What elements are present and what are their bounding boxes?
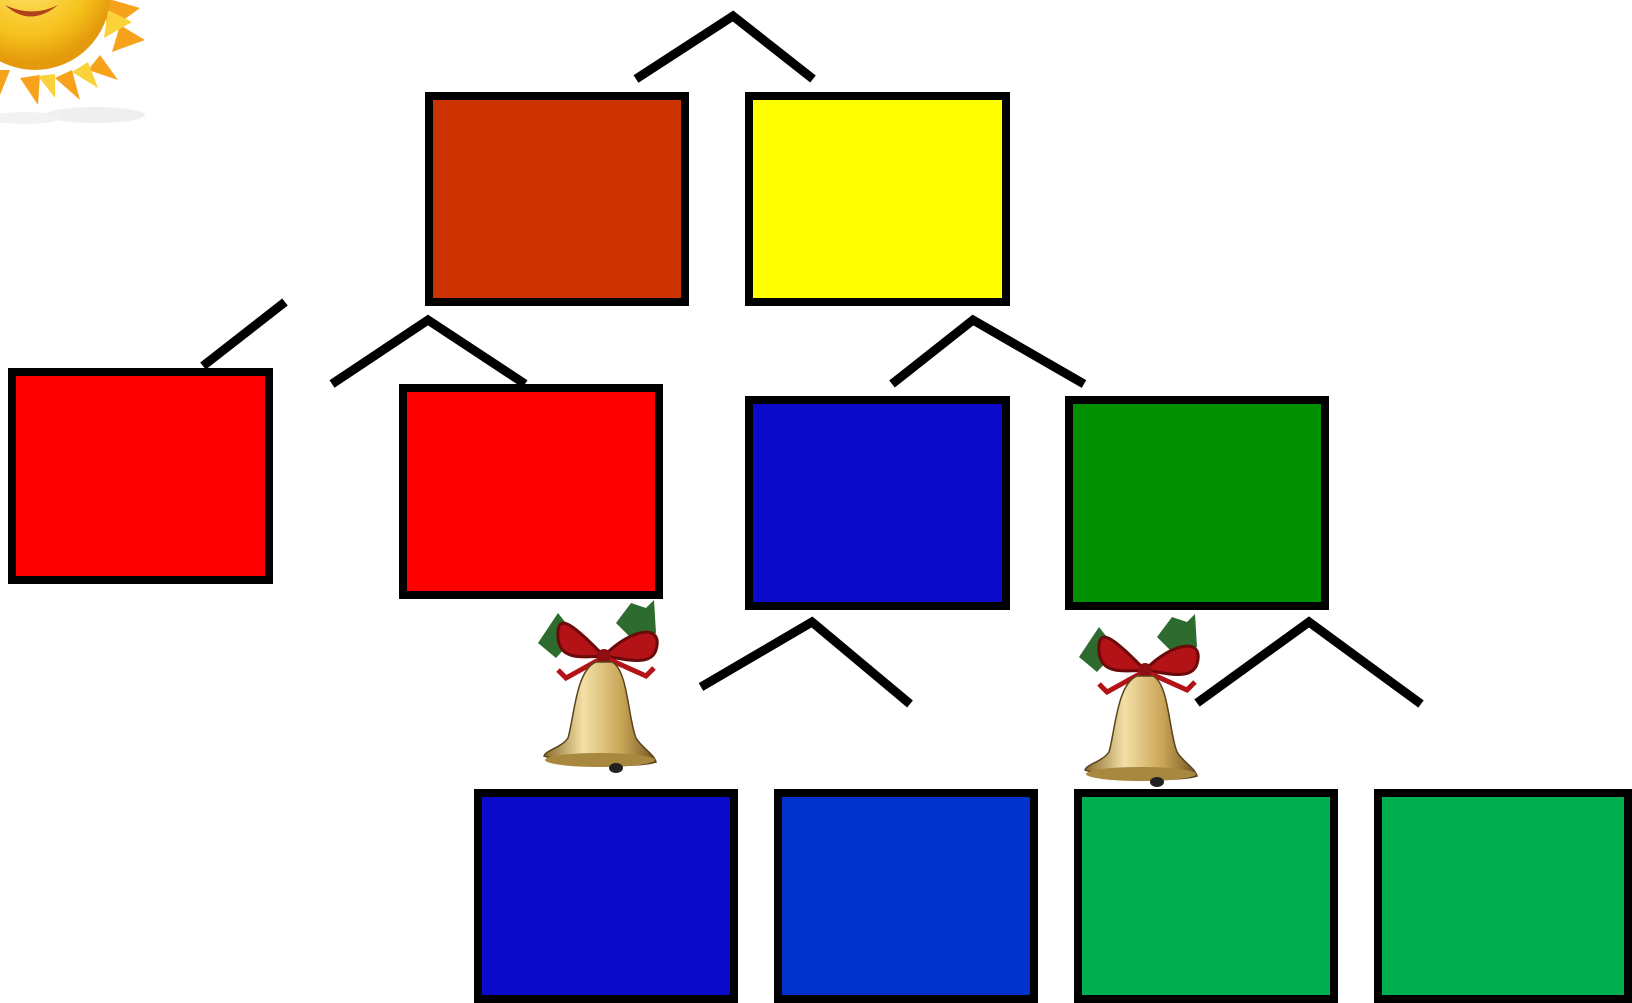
box-yellow	[745, 92, 1010, 306]
connector-top	[636, 16, 813, 79]
box-red-middle	[399, 384, 663, 599]
box-green-bottom-2	[1374, 789, 1632, 1003]
box-rust	[425, 92, 689, 306]
bell-icon	[536, 598, 681, 773]
box-dark-green	[1065, 396, 1329, 610]
box-dark-blue	[745, 396, 1010, 610]
bell-icon	[1077, 612, 1222, 787]
connector-red	[332, 320, 525, 384]
connector-blue	[892, 320, 1084, 384]
box-green-bottom-1	[1074, 789, 1338, 1003]
box-blue-bottom-2	[774, 789, 1038, 1003]
box-red-left	[8, 368, 273, 584]
connector-left-slash	[203, 302, 285, 366]
box-blue-bottom-1	[474, 789, 738, 1003]
connector-lower-middle	[701, 622, 910, 704]
connector-lower-right	[1197, 622, 1421, 704]
